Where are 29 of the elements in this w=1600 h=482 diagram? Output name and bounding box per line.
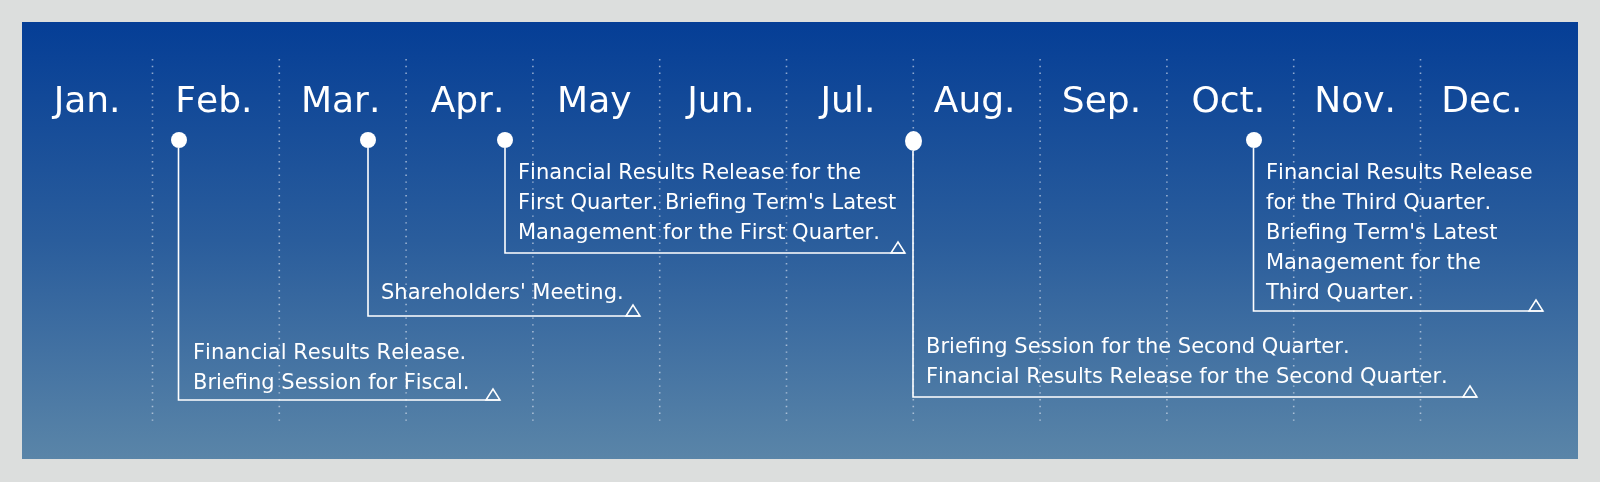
event-text: Briefing Session for Fiscal. <box>193 369 470 396</box>
timeline-dot <box>497 132 513 148</box>
timeline-dot <box>1245 132 1262 148</box>
leader-line <box>504 147 906 254</box>
leader-line <box>367 147 641 317</box>
event-text: Financial Results Release for the Second Quarter. <box>926 363 1448 390</box>
month-label: May <box>557 78 632 122</box>
leader-line <box>177 147 501 401</box>
month-label: Feb. <box>175 78 253 122</box>
month-label: Mar. <box>301 78 381 122</box>
leader-line <box>912 150 1478 398</box>
event-text: Financial Results Release for the Third Quarter. Briefing Term's Latest Management for the Third Quarter. <box>1266 159 1534 306</box>
event-text: Financial Results Release for the First Quarter. Briefing Term's Latest Management for the First Quarter. <box>518 159 898 246</box>
month-label: Sep. <box>1061 78 1142 122</box>
month-label: Aug. <box>933 78 1016 122</box>
event-text: Briefing Session for the Second Quarter. <box>926 333 1350 360</box>
timeline-dot <box>904 131 922 151</box>
month-label: Nov. <box>1314 78 1396 122</box>
event-text: Shareholders' Meeting. <box>381 279 624 306</box>
timeline-dot <box>170 132 187 148</box>
month-label: Apr. <box>430 78 505 122</box>
leader-line <box>1252 147 1544 312</box>
month-label: Oct. <box>1191 78 1266 122</box>
event-text: Financial Results Release. <box>193 339 467 366</box>
timeline-dot <box>360 132 376 148</box>
month-label: Jun. <box>687 78 755 122</box>
month-label: Jan. <box>53 78 121 122</box>
month-label: Dec. <box>1441 78 1523 122</box>
month-label: Jul. <box>820 78 876 122</box>
